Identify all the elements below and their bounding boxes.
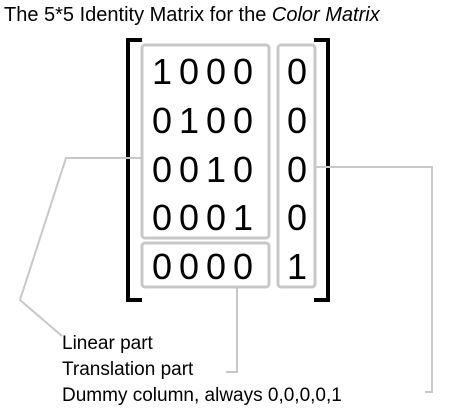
matrix-cell-r1-c2: 0 <box>179 51 199 92</box>
matrix-cell-r5-c3: 0 <box>206 246 226 287</box>
matrix-cell-r2-c3: 0 <box>206 100 226 141</box>
matrix-cell-r2-c2: 1 <box>179 100 199 141</box>
matrix-cell-r4-c4: 1 <box>233 197 253 238</box>
matrix-cell-r2-c1: 0 <box>152 100 172 141</box>
dummy-leader-line <box>315 166 433 393</box>
matrix-cell-r3-c5: 0 <box>287 149 307 190</box>
translation-part-box <box>140 241 271 289</box>
title-emphasis: Color Matrix <box>271 4 380 26</box>
left-bracket <box>126 38 142 302</box>
diagram-title: The 5*5 Identity Matrix for the Color Ma… <box>4 4 380 27</box>
dummy-column-label: Dummy column, always 0,0,0,0,1 <box>62 385 342 406</box>
translation-leader-line <box>226 287 238 373</box>
linear-part-box <box>140 43 271 240</box>
translation-part-label: Translation part <box>62 359 194 380</box>
linear-part-label: Linear part <box>62 333 154 354</box>
matrix-cell-r3-c4: 0 <box>233 149 253 190</box>
title-prefix: The 5*5 Identity Matrix for the <box>4 4 272 26</box>
matrix-cell-r5-c4: 0 <box>233 246 253 287</box>
matrix-cell-r5-c2: 0 <box>179 246 199 287</box>
matrix-cell-r4-c2: 0 <box>179 197 199 238</box>
matrix-cell-r1-c3: 0 <box>206 51 226 92</box>
matrix-cell-r3-c1: 0 <box>152 149 172 190</box>
matrix-cell-r4-c5: 0 <box>287 197 307 238</box>
matrix-cell-r4-c3: 0 <box>206 197 226 238</box>
matrix-cell-r2-c5: 0 <box>287 100 307 141</box>
matrix-cell-r3-c2: 0 <box>179 149 199 190</box>
matrix-cell-r5-c1: 0 <box>152 246 172 287</box>
matrix-cell-r4-c1: 0 <box>152 197 172 238</box>
matrix-cell-r1-c1: 1 <box>152 51 172 92</box>
matrix-cell-r5-c5: 1 <box>287 246 307 287</box>
matrix-cell-r1-c5: 0 <box>287 51 307 92</box>
right-bracket <box>314 38 330 302</box>
matrix-cell-r1-c4: 0 <box>233 51 253 92</box>
linear-leader-line <box>18 157 142 337</box>
matrix-cell-r3-c3: 1 <box>206 149 226 190</box>
matrix-cell-r2-c4: 0 <box>233 100 253 141</box>
